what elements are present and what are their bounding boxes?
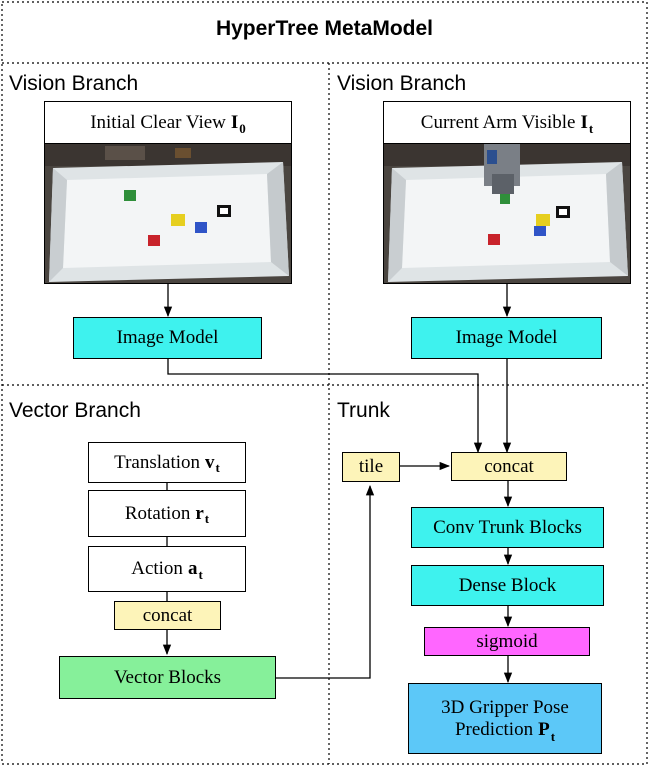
vision-left-caption-text: Initial Clear View [90,112,226,134]
output-line-2-text: Prediction [454,718,534,740]
output-subscript: t [550,728,556,744]
dense-block-box: Dense Block [411,565,604,606]
vector-concat-box: concat [114,601,221,630]
section-label-vision-left: Vision Branch [9,72,139,95]
output-line-1: 3D Gripper Pose [441,696,569,718]
section-label-vector: Vector Branch [9,399,141,422]
current-view-photo [383,143,631,284]
action-label: Action [131,558,183,580]
action-subscript: t [198,566,203,582]
translation-subscript: t [215,460,220,476]
sigmoid-box: sigmoid [424,627,590,656]
conv-trunk-blocks-box: Conv Trunk Blocks [411,507,604,548]
translation-symbol: v [205,451,215,473]
trunk-concat-box: concat [451,452,567,481]
vision-right-subscript: t [588,120,594,136]
image-model-right: Image Model [411,317,602,359]
translation-label: Translation [114,451,201,473]
action-symbol: a [187,558,198,580]
section-label-vision-right: Vision Branch [337,72,467,95]
arrow-left-model-to-concat [167,359,483,454]
rotation-label: Rotation [124,502,191,524]
initial-view-photo [44,143,292,284]
vector-blocks-box: Vector Blocks [59,656,276,699]
vision-left-symbol: I [230,112,239,134]
vision-right-caption-text: Current Arm Visible [420,112,576,134]
tile-box: tile [342,452,400,482]
section-label-trunk: Trunk [337,399,390,422]
vision-right-symbol: I [580,112,588,134]
image-model-left: Image Model [73,317,262,359]
rotation-subscript: t [204,511,210,527]
diagram-title: HyperTree MetaModel [215,17,434,40]
output-symbol: P [538,718,550,740]
rotation-symbol: r [195,502,204,524]
vision-left-subscript: 0 [239,120,246,136]
current-view-image [384,144,630,283]
initial-view-image [45,144,291,283]
arrow-vector-blocks-to-tile [276,484,375,679]
